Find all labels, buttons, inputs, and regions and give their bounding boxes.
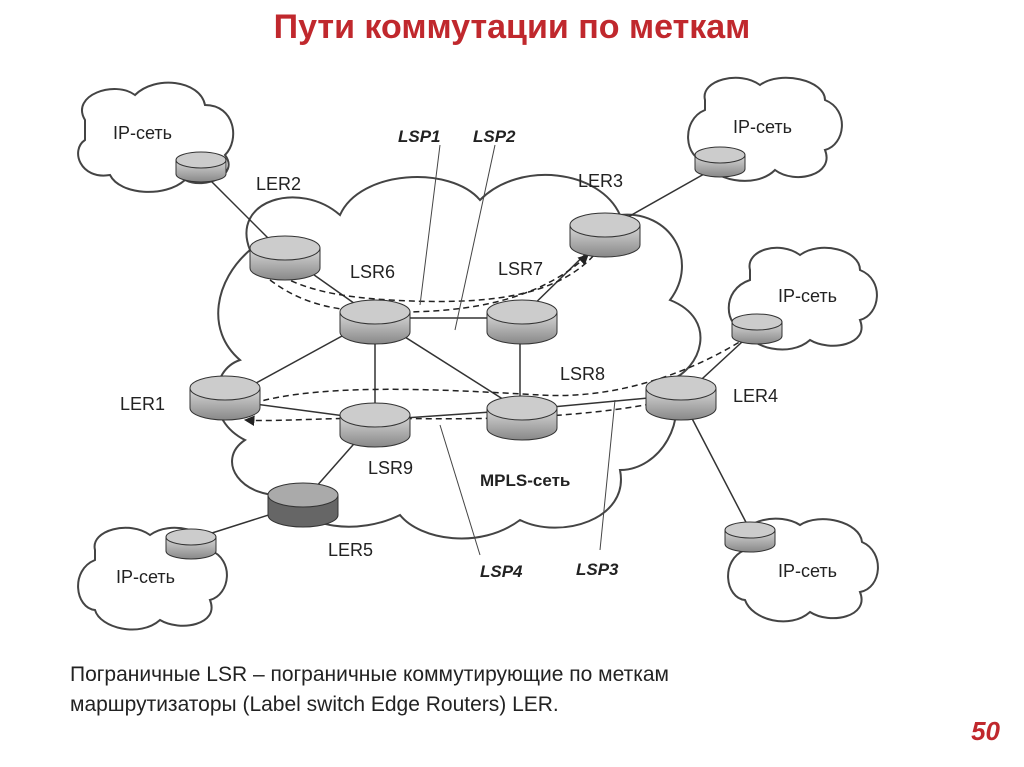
ip-router-2	[694, 146, 746, 178]
caption: Пограничные LSR – пограничные коммутирую…	[70, 660, 950, 720]
caption-line: маршрутизаторы (Label switch Edge Router…	[70, 693, 559, 716]
ip-router-4	[165, 528, 217, 560]
ip-cloud-5	[727, 517, 879, 623]
ip-router-5	[724, 521, 776, 553]
slide-title: Пути коммутации по меткам	[273, 8, 751, 46]
router-label: LER2	[256, 174, 301, 194]
lsp-label: LSP3	[576, 560, 619, 579]
router-ler2	[249, 235, 321, 281]
router-label: LSR6	[350, 262, 395, 282]
mpls-cloud	[215, 173, 702, 540]
page-number: 50	[971, 716, 1000, 746]
ip-router-1	[175, 151, 227, 183]
ip-network-label: IP-сеть	[778, 561, 837, 581]
router-lsr8	[486, 395, 558, 441]
router-label: LSR8	[560, 364, 605, 384]
ip-cloud-1	[77, 81, 235, 193]
router-lsr9	[339, 402, 411, 448]
router-label: LSR7	[498, 259, 543, 279]
router-label: LER1	[120, 394, 165, 414]
router-lsr7	[486, 299, 558, 345]
router-ler5	[267, 482, 339, 528]
ip-network-label: IP-сеть	[116, 567, 175, 587]
ip-network-label: IP-сеть	[733, 117, 792, 137]
ip-network-label: IP-сеть	[113, 123, 172, 143]
router-ler1	[189, 375, 261, 421]
router-label: LER3	[578, 171, 623, 191]
caption-line: Пограничные LSR – пограничные коммутирую…	[70, 663, 669, 686]
ip-router-3	[731, 313, 783, 345]
lsp-label: LSP4	[480, 562, 523, 581]
ip-network-label: IP-сеть	[778, 286, 837, 306]
mpls-network-label: MPLS-сеть	[480, 471, 570, 490]
router-lsr6	[339, 299, 411, 345]
lsp-label: LSP1	[398, 127, 441, 146]
router-label: LER4	[733, 386, 778, 406]
router-label: LSR9	[368, 458, 413, 478]
router-label: LER5	[328, 540, 373, 560]
lsp-label: LSP2	[473, 127, 516, 146]
ip-cloud-4	[77, 526, 228, 631]
router-ler4	[645, 375, 717, 421]
router-ler3	[569, 212, 641, 258]
